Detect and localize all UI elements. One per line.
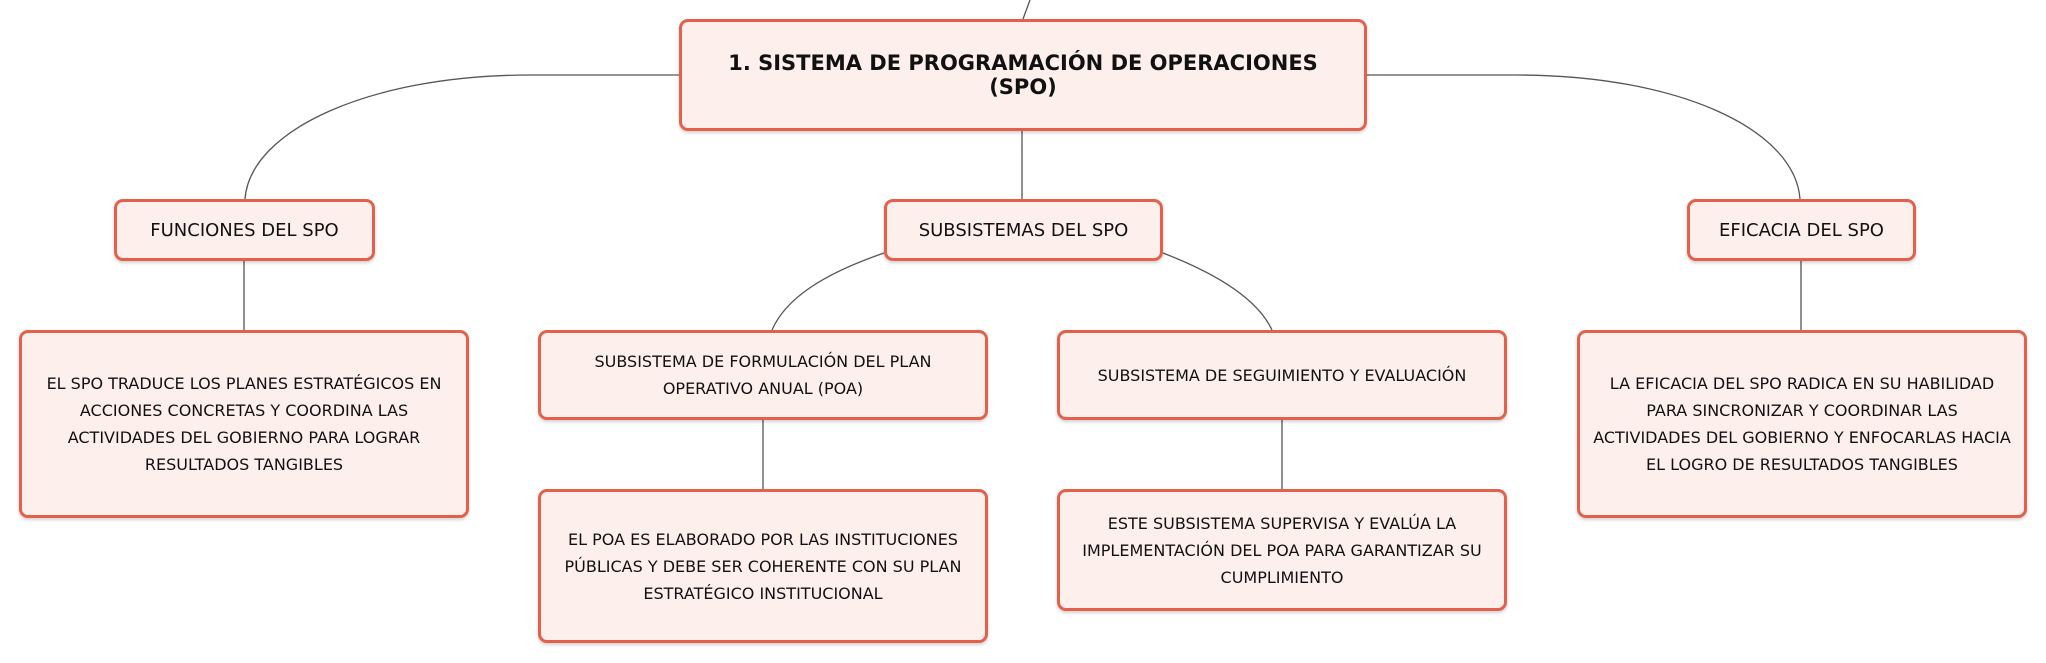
root-node-spo[interactable]: 1. SISTEMA DE PROGRAMACIÓN DE OPERACIONE…	[679, 19, 1367, 131]
connector-root-eficacia	[1367, 74, 1801, 200]
topic-node-label: LA EFICACIA DEL SPO RADICA EN SU HABILID…	[1593, 374, 2011, 474]
connector-root-parent	[1022, 0, 1031, 20]
branch-node-funciones[interactable]: FUNCIONES DEL SPO	[114, 199, 375, 261]
topic-node-funciones-description[interactable]: EL SPO TRADUCE LOS PLANES ESTRATÉGICOS E…	[19, 330, 469, 518]
topic-node-label: EL SPO TRADUCE LOS PLANES ESTRATÉGICOS E…	[46, 374, 442, 474]
branch-node-subsistemas[interactable]: SUBSISTEMAS DEL SPO	[884, 199, 1163, 261]
topic-node-label: SUBSISTEMA DE FORMULACIÓN DEL PLAN OPERA…	[594, 352, 932, 398]
topic-node-subsistema-seguimiento[interactable]: SUBSISTEMA DE SEGUIMIENTO Y EVALUACIÓN	[1057, 330, 1507, 420]
branch-node-eficacia[interactable]: EFICACIA DEL SPO	[1687, 199, 1916, 261]
topic-node-seguimiento-description[interactable]: ESTE SUBSISTEMA SUPERVISA Y EVALÚA LA IM…	[1057, 489, 1507, 611]
topic-node-poa-description[interactable]: EL POA ES ELABORADO POR LAS INSTITUCIONE…	[538, 489, 988, 643]
topic-node-label: SUBSISTEMA DE SEGUIMIENTO Y EVALUACIÓN	[1097, 365, 1467, 385]
branch-node-label: EFICACIA DEL SPO	[1719, 219, 1884, 241]
topic-node-eficacia-description[interactable]: LA EFICACIA DEL SPO RADICA EN SU HABILID…	[1577, 330, 2027, 518]
connector-root-funciones	[244, 74, 679, 200]
topic-node-label: ESTE SUBSISTEMA SUPERVISA Y EVALÚA LA IM…	[1082, 513, 1482, 587]
connector-subsistemas-formulacion	[771, 252, 885, 331]
branch-node-label: SUBSISTEMAS DEL SPO	[918, 219, 1129, 241]
topic-node-label: EL POA ES ELABORADO POR LAS INSTITUCIONE…	[564, 529, 962, 603]
connector-subsistemas-seguimiento	[1162, 252, 1273, 331]
topic-node-subsistema-formulacion[interactable]: SUBSISTEMA DE FORMULACIÓN DEL PLAN OPERA…	[538, 330, 988, 420]
branch-node-label: FUNCIONES DEL SPO	[150, 219, 339, 241]
root-node-label: 1. SISTEMA DE PROGRAMACIÓN DE OPERACIONE…	[728, 51, 1318, 99]
